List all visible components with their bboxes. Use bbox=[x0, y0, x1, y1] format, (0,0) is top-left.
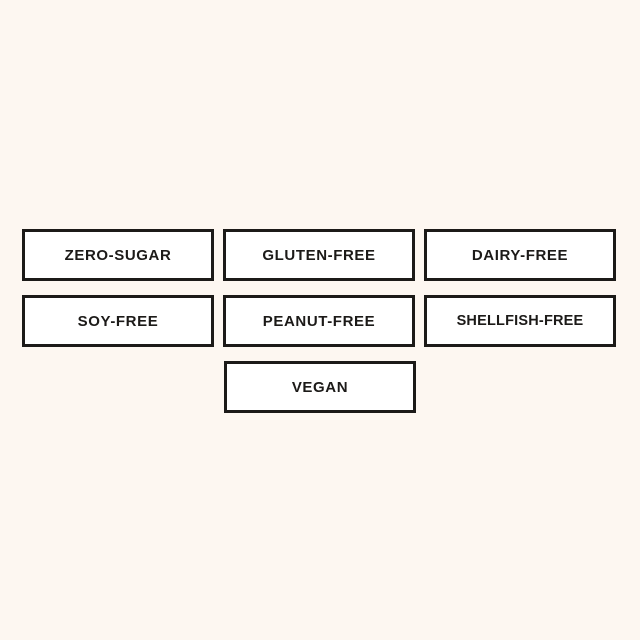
badge-peanut-free[interactable]: PEANUT-FREE bbox=[223, 295, 415, 347]
badge-label: SHELLFISH-FREE bbox=[456, 312, 584, 329]
badge-row-1: ZERO-SUGAR GLUTEN-FREE DAIRY-FREE bbox=[22, 229, 618, 281]
badge-label: DAIRY-FREE bbox=[471, 246, 569, 264]
badge-label: PEANUT-FREE bbox=[262, 312, 376, 330]
badge-zero-sugar[interactable]: ZERO-SUGAR bbox=[22, 229, 214, 281]
badge-label: VEGAN bbox=[291, 378, 349, 396]
badge-gluten-free[interactable]: GLUTEN-FREE bbox=[223, 229, 415, 281]
badge-vegan[interactable]: VEGAN bbox=[224, 361, 416, 413]
badge-soy-free[interactable]: SOY-FREE bbox=[22, 295, 214, 347]
badge-shellfish-free[interactable]: SHELLFISH-FREE bbox=[424, 295, 616, 347]
badge-label: GLUTEN-FREE bbox=[262, 246, 376, 264]
badge-label: SOY-FREE bbox=[77, 312, 159, 330]
badge-row-3: VEGAN bbox=[22, 361, 618, 413]
badge-label: ZERO-SUGAR bbox=[64, 246, 172, 264]
badge-dairy-free[interactable]: DAIRY-FREE bbox=[424, 229, 616, 281]
badge-grid: ZERO-SUGAR GLUTEN-FREE DAIRY-FREE SOY-FR… bbox=[22, 229, 618, 413]
badge-row-2: SOY-FREE PEANUT-FREE SHELLFISH-FREE bbox=[22, 295, 618, 347]
